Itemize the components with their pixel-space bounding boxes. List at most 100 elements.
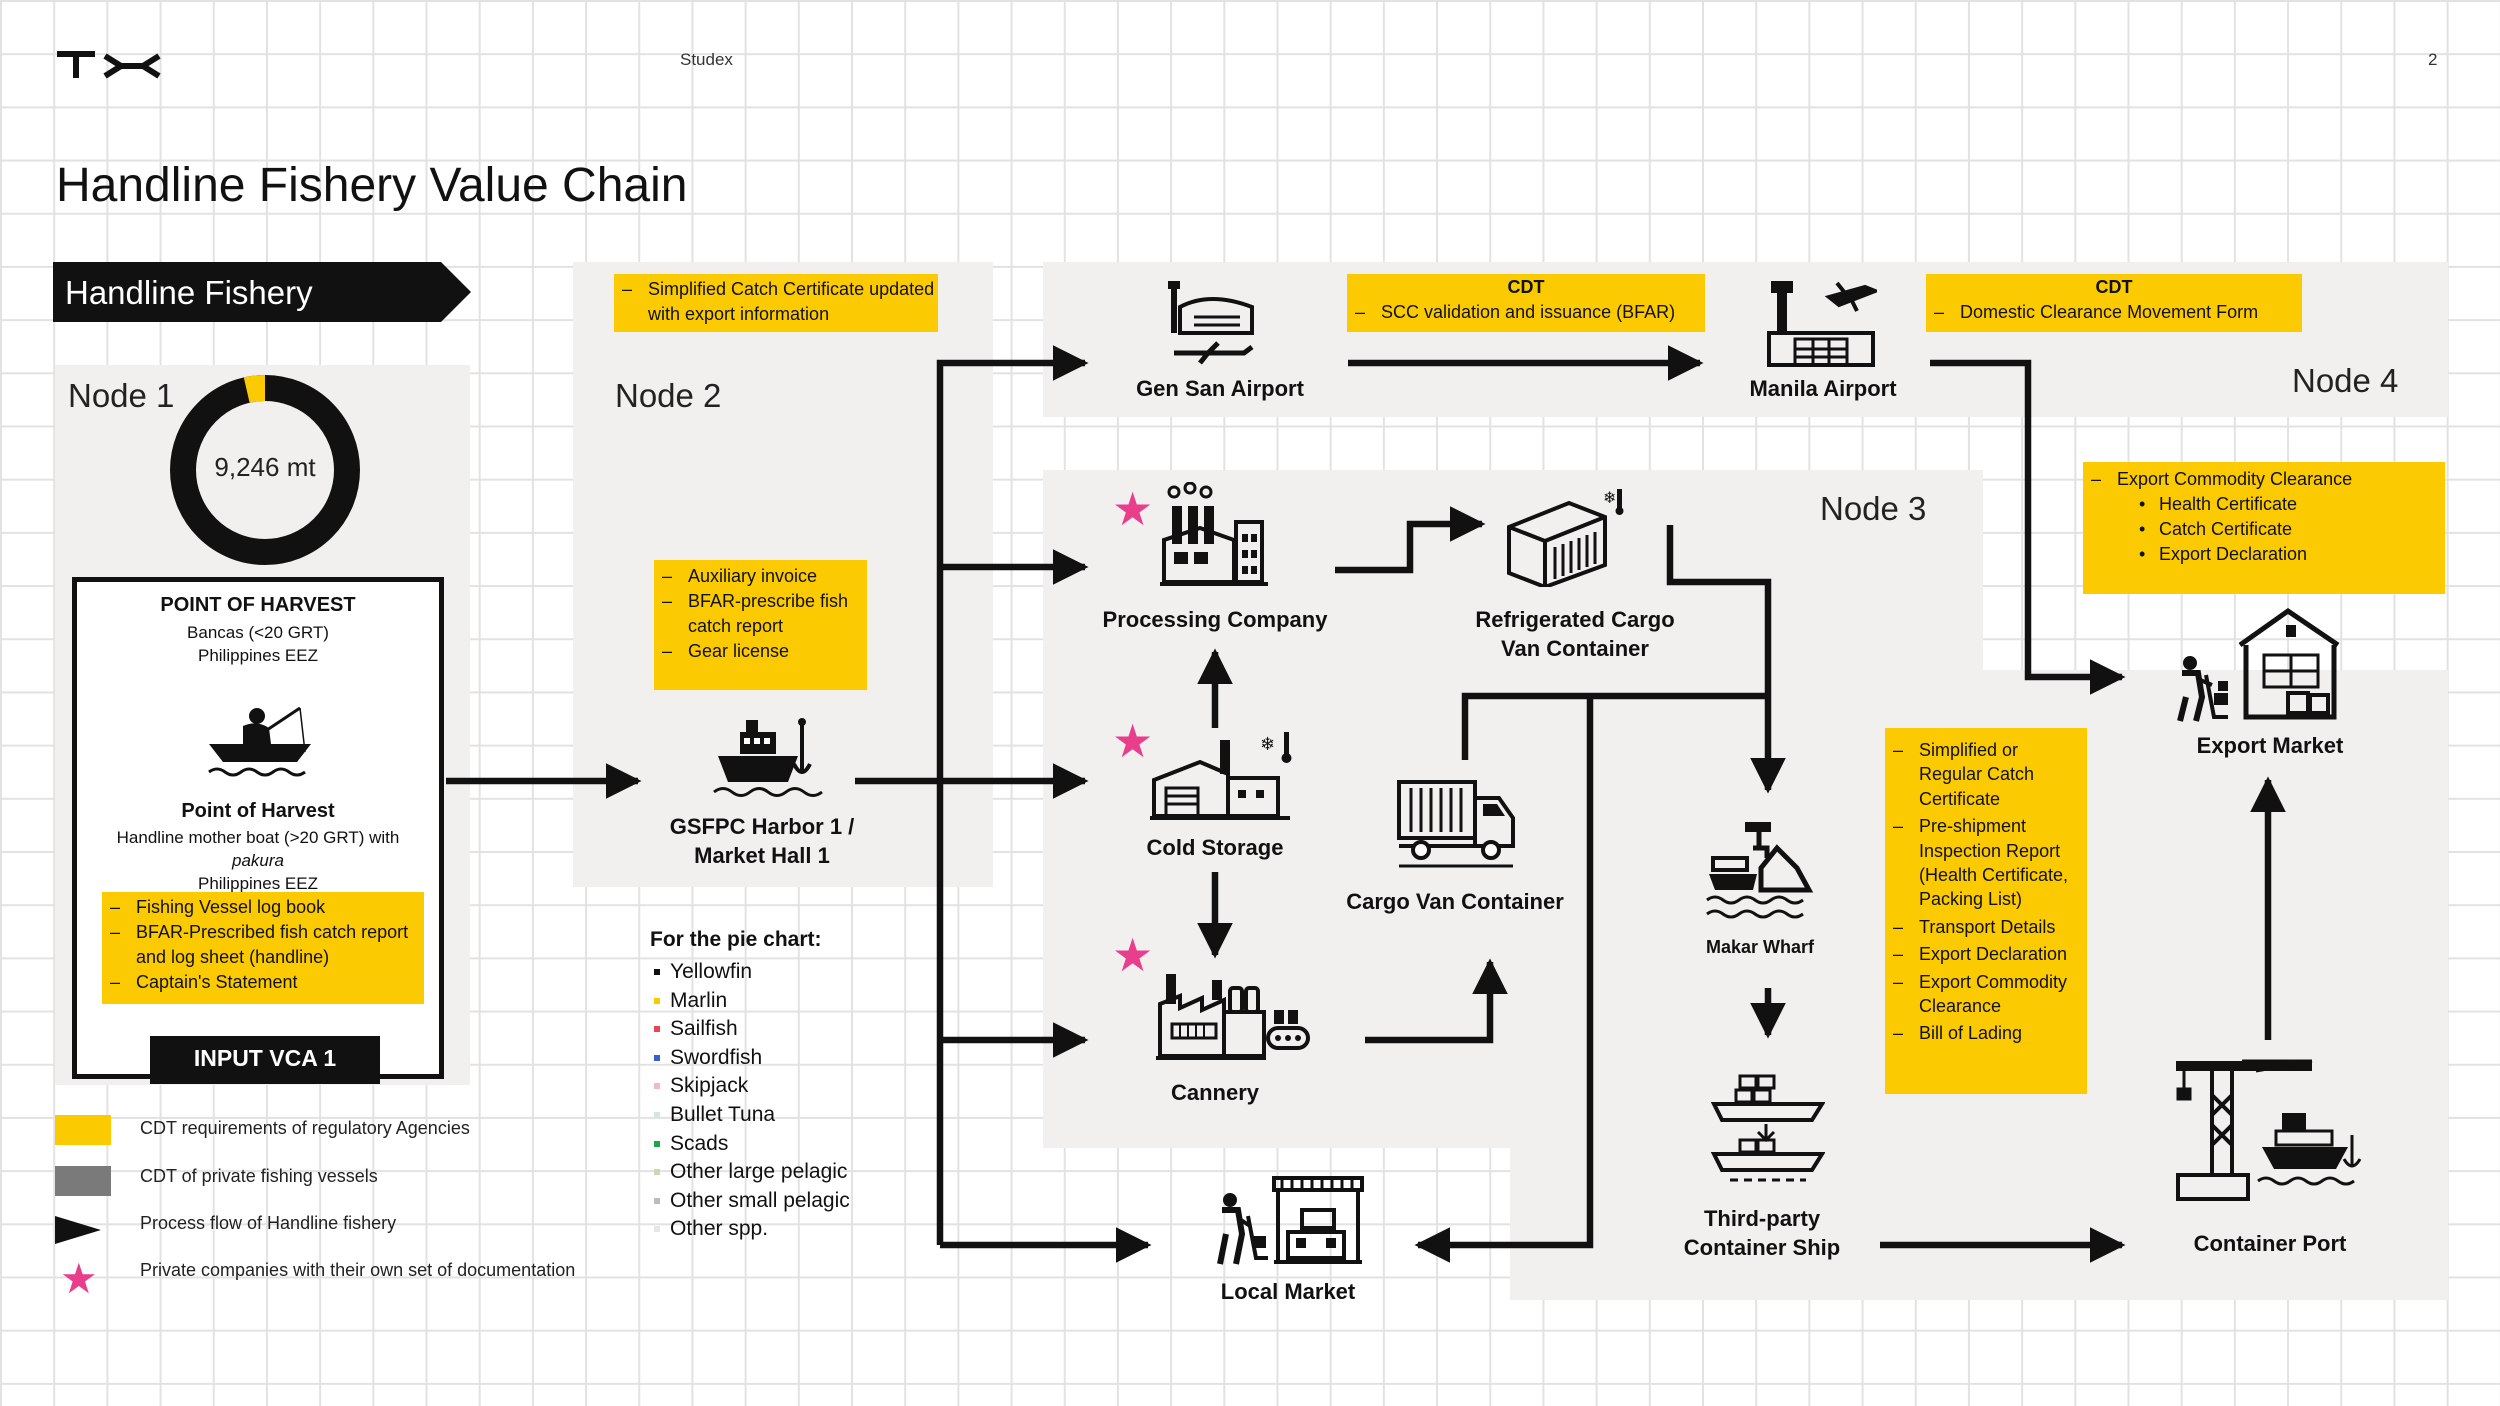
node2-top-doc: Simplified Catch Certificate updated wit…	[614, 274, 938, 332]
legend-swatch-yellow	[55, 1115, 111, 1145]
legend-label-cdt-private: CDT of private fishing vessels	[140, 1166, 378, 1186]
pie-legend-label: Scads	[670, 1131, 729, 1155]
pie-legend-title: For the pie chart:	[650, 928, 822, 951]
pie-legend-item: Swordfish	[650, 1044, 850, 1073]
donut-marlin-slice	[243, 375, 266, 403]
node2-label: Node 2	[615, 377, 722, 414]
refrigerated-container-icon: ❄	[1505, 487, 1625, 592]
export-docs-title: Export Commodity Clearance	[2083, 467, 2445, 492]
pie-legend: Yellowfin Marlin Sailfish Swordfish Skip…	[650, 958, 850, 1244]
pie-legend-label: Sailfish	[670, 1017, 738, 1041]
private-company-star-icon: ★	[1112, 929, 1154, 981]
legend-star-icon: ★	[60, 1255, 98, 1302]
third-party-ship-icon	[1710, 1072, 1826, 1189]
node1-label: Node 1	[68, 377, 175, 414]
harvest-line2: Philippines EEZ	[197, 646, 318, 665]
export-doc-item: Health Certificate	[2083, 492, 2445, 517]
logo[interactable]	[55, 50, 163, 87]
container-port-icon	[2172, 1055, 2372, 1210]
local-market-icon	[1208, 1170, 1368, 1275]
pie-legend-label: Skipjack	[670, 1074, 749, 1098]
cold-storage-label: Cold Storage	[1146, 835, 1284, 860]
legend-swatch	[654, 1197, 660, 1204]
pie-legend-label: Other small pelagic	[670, 1188, 850, 1212]
legend-label-cdt-agencies: CDT requirements of regulatory Agencies	[140, 1118, 470, 1138]
node2-docs: Auxiliary invoice BFAR-prescribe fish ca…	[654, 560, 867, 690]
svg-text:❄: ❄	[1603, 488, 1616, 507]
cargo-van-label: Cargo Van Container	[1346, 889, 1564, 914]
legend-swatch	[654, 969, 660, 975]
refrigerated-container-label: Refrigerated Cargo Van Container	[1475, 607, 1675, 661]
port-doc-item: Simplified or Regular Catch Certificate	[1885, 738, 2083, 811]
cannery-label: Cannery	[1170, 1080, 1260, 1105]
container-port-label: Container Port	[2193, 1231, 2347, 1256]
cdt1-box: CDT SCC validation and issuance (BFAR)	[1347, 274, 1705, 332]
node3-label: Node 3	[1820, 490, 1927, 527]
pie-legend-label: Other large pelagic	[670, 1160, 848, 1184]
cdt1-item: SCC validation and issuance (BFAR)	[1347, 300, 1705, 325]
pie-legend-item: Bullet Tuna	[650, 1101, 850, 1130]
port-doc-item: Pre-shipment Inspection Report (Health C…	[1885, 814, 2083, 912]
node2-doc-item: Auxiliary invoice	[654, 564, 861, 589]
pie-legend-item: Yellowfin	[650, 958, 850, 987]
page-number: 2	[2428, 50, 2438, 69]
node1-docs: Fishing Vessel log book BFAR-Prescribed …	[102, 892, 424, 1004]
pie-legend-label: Other spp.	[670, 1217, 769, 1241]
port-doc-item: Transport Details	[1885, 915, 2083, 940]
pie-legend-item: Marlin	[650, 987, 850, 1016]
input-vca-label: INPUT VCA 1	[193, 1045, 337, 1071]
legend-label-private-companies: Private companies with their own set of …	[140, 1260, 576, 1280]
legend-swatch	[654, 1054, 660, 1061]
legend-arrow-icon	[53, 1214, 103, 1251]
legend-swatch	[654, 1083, 660, 1090]
sub-harvest-line3: Philippines EEZ	[197, 874, 318, 893]
legend-swatch	[654, 1111, 660, 1118]
cargo-van-icon	[1395, 778, 1520, 875]
port-doc-item: Export Declaration	[1885, 942, 2083, 967]
banner: Handline Fishery	[53, 262, 471, 322]
gensan-airport-icon	[1160, 277, 1260, 374]
port-doc-item: Bill of Lading	[1885, 1021, 2083, 1046]
pie-legend-item: Other large pelagic	[650, 1158, 850, 1187]
legend-swatch	[654, 1169, 660, 1176]
cold-storage-icon: ❄	[1150, 728, 1300, 825]
node2-doc-item: Gear license	[654, 639, 861, 664]
manila-airport-icon	[1765, 277, 1881, 374]
harbor-ship-icon	[712, 712, 824, 813]
port-docs: Simplified or Regular Catch Certificate …	[1885, 728, 2087, 1094]
export-doc-item: Export Declaration	[2083, 542, 2445, 567]
third-party-ship-label: Third-party Container Ship	[1683, 1206, 1841, 1260]
legend-swatch-gray	[55, 1166, 111, 1196]
pie-legend-item: Sailfish	[650, 1015, 850, 1044]
sub-harvest-title: Point of Harvest	[181, 800, 335, 822]
gensan-airport-label: Gen San Airport	[1136, 376, 1304, 401]
private-company-star-icon: ★	[1112, 483, 1154, 535]
donut-chart	[170, 375, 360, 570]
node1-doc-item: Captain's Statement	[102, 970, 424, 995]
pie-legend-label: Bullet Tuna	[670, 1102, 776, 1126]
legend-swatch	[654, 1226, 660, 1233]
svg-text:❄: ❄	[1260, 734, 1275, 755]
cdt2-item: Domestic Clearance Movement Form	[1926, 300, 2302, 325]
node2-top-doc-item: Simplified Catch Certificate updated wit…	[614, 277, 938, 327]
legend-swatch	[654, 997, 660, 1004]
cannery-icon	[1156, 968, 1311, 1065]
export-doc-item: Catch Certificate	[2083, 517, 2445, 542]
legend-swatch	[654, 1140, 660, 1147]
harbor-label: GSFPC Harbor 1 / Market Hall 1	[669, 814, 855, 868]
pie-legend-item: Other spp.	[650, 1215, 850, 1244]
pie-legend-item: Skipjack	[650, 1072, 850, 1101]
processing-company-icon	[1160, 481, 1270, 597]
pie-legend-label: Marlin	[670, 988, 728, 1012]
input-vca-button[interactable]	[150, 1036, 380, 1084]
sub-harvest-line1: Handline mother boat (>20 GRT) with	[116, 828, 400, 847]
cdt2-title: CDT	[2095, 277, 2133, 297]
port-doc-item: Export Commodity Clearance	[1885, 970, 2083, 1019]
sub-harvest-line2: pakura	[232, 851, 284, 870]
legend-label-process-flow: Process flow of Handline fishery	[140, 1213, 397, 1233]
makar-wharf-label: Makar Wharf	[1705, 937, 1815, 957]
export-market-icon	[2168, 605, 2348, 730]
harvest-line1: Bancas (<20 GRT)	[187, 623, 329, 642]
makar-wharf-icon	[1705, 818, 1815, 928]
donut-value: 9,246 mt	[214, 452, 316, 482]
